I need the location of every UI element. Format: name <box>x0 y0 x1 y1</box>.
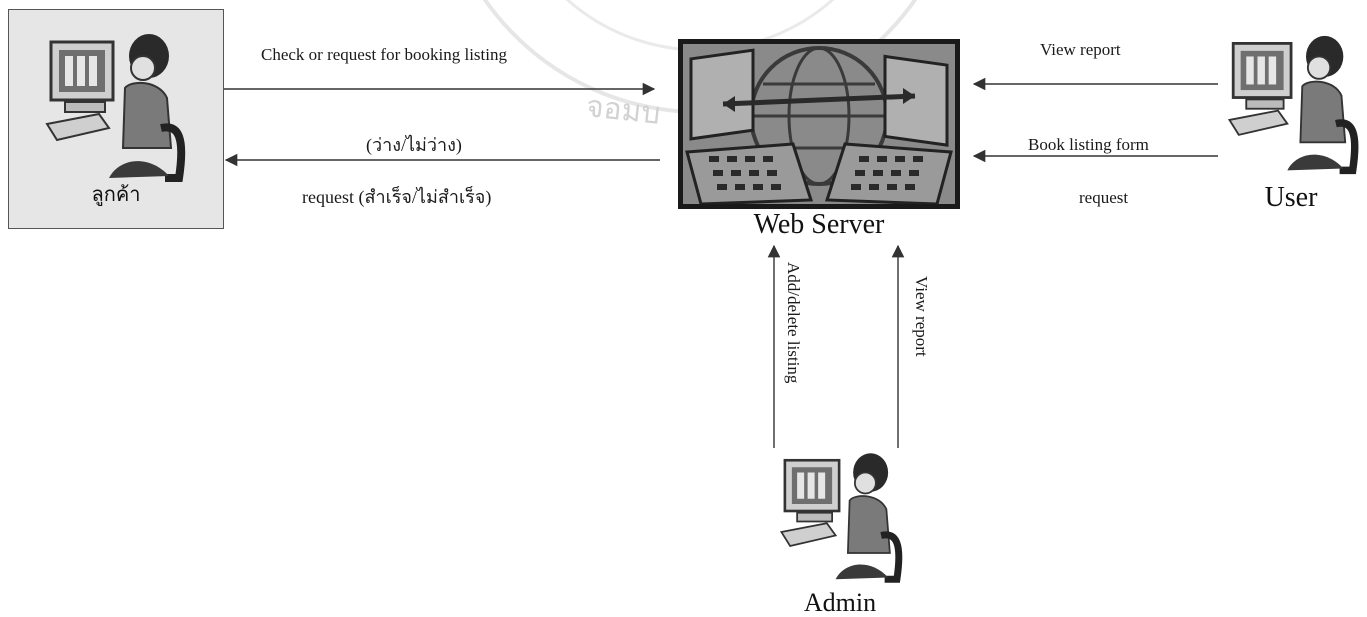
admin-node[interactable]: Admin <box>760 448 920 616</box>
customer-node[interactable]: ลูกค้า <box>8 9 224 229</box>
computer-user-icon <box>45 34 186 182</box>
admin-label: Admin <box>803 588 877 617</box>
computer-user-icon <box>779 453 903 583</box>
edge-label-check-request: Check or request for booking listing <box>261 45 507 64</box>
user-label: User <box>1264 182 1318 213</box>
edge-label-book-listing-form: Book listing form <box>1028 135 1149 154</box>
user-node[interactable]: User <box>1216 30 1366 212</box>
customer-label: ลูกค้า <box>91 184 141 206</box>
edge-label-user-request: request <box>1079 188 1129 207</box>
web-server-icon <box>685 46 953 204</box>
edge-label-availability: (ว่าง/ไม่ว่าง) <box>366 135 462 155</box>
computer-user-icon <box>1227 35 1359 175</box>
web-server-node[interactable] <box>678 39 960 209</box>
web-server-label: Web Server <box>753 209 885 240</box>
edge-label-request-result: request (สำเร็จ/ไม่สำเร็จ) <box>302 187 492 207</box>
edge-label-user-view-report: View report <box>1040 40 1121 59</box>
edge-label-add-delete-listing: Add/delete listing <box>784 262 803 384</box>
edge-label-admin-view-report: View report <box>912 276 931 357</box>
